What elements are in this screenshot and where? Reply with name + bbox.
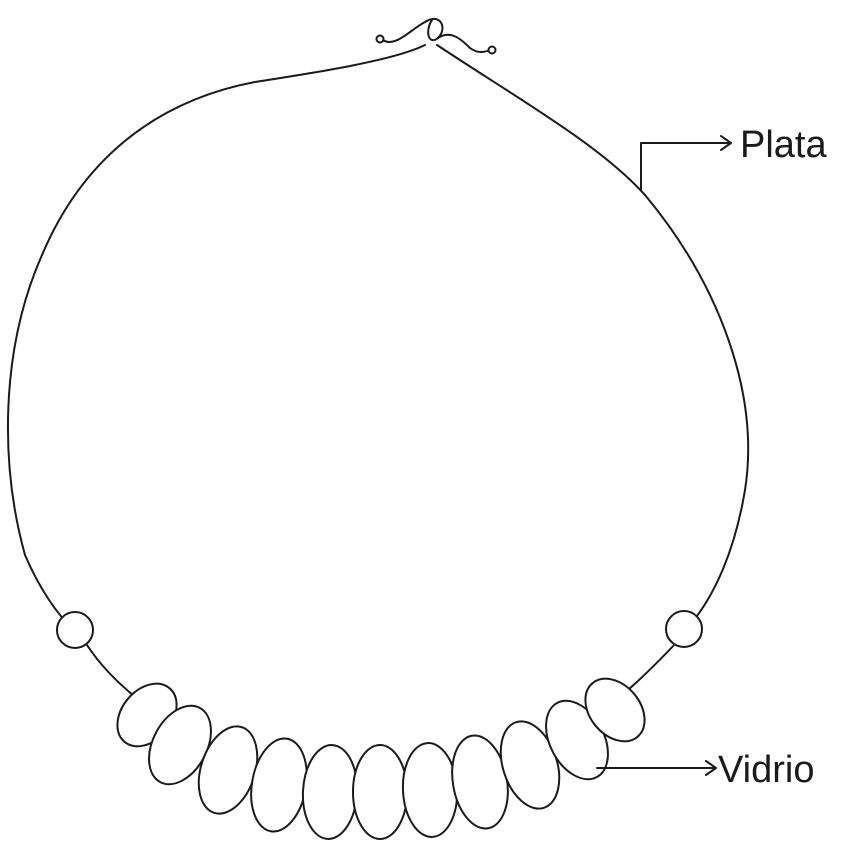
clasp-loop-right — [438, 35, 490, 52]
callout-glass: Vidrio — [597, 749, 814, 791]
callout-metal-line — [641, 143, 730, 190]
label-glass: Vidrio — [718, 749, 814, 791]
glass-bead-7 — [401, 742, 460, 839]
spacer-bead-left — [57, 612, 93, 648]
silver-wire — [8, 45, 748, 695]
clasp — [377, 19, 496, 54]
glass-bead-6 — [353, 745, 407, 839]
clasp-loop-left — [383, 19, 442, 42]
clasp-end-right — [489, 47, 496, 54]
glass-beads — [105, 667, 656, 840]
callout-metal: Plata — [641, 124, 827, 190]
clasp-end-left — [377, 36, 384, 43]
glass-bead-5 — [301, 744, 360, 841]
spacer-bead-right — [666, 611, 702, 647]
label-metal: Plata — [740, 124, 827, 166]
